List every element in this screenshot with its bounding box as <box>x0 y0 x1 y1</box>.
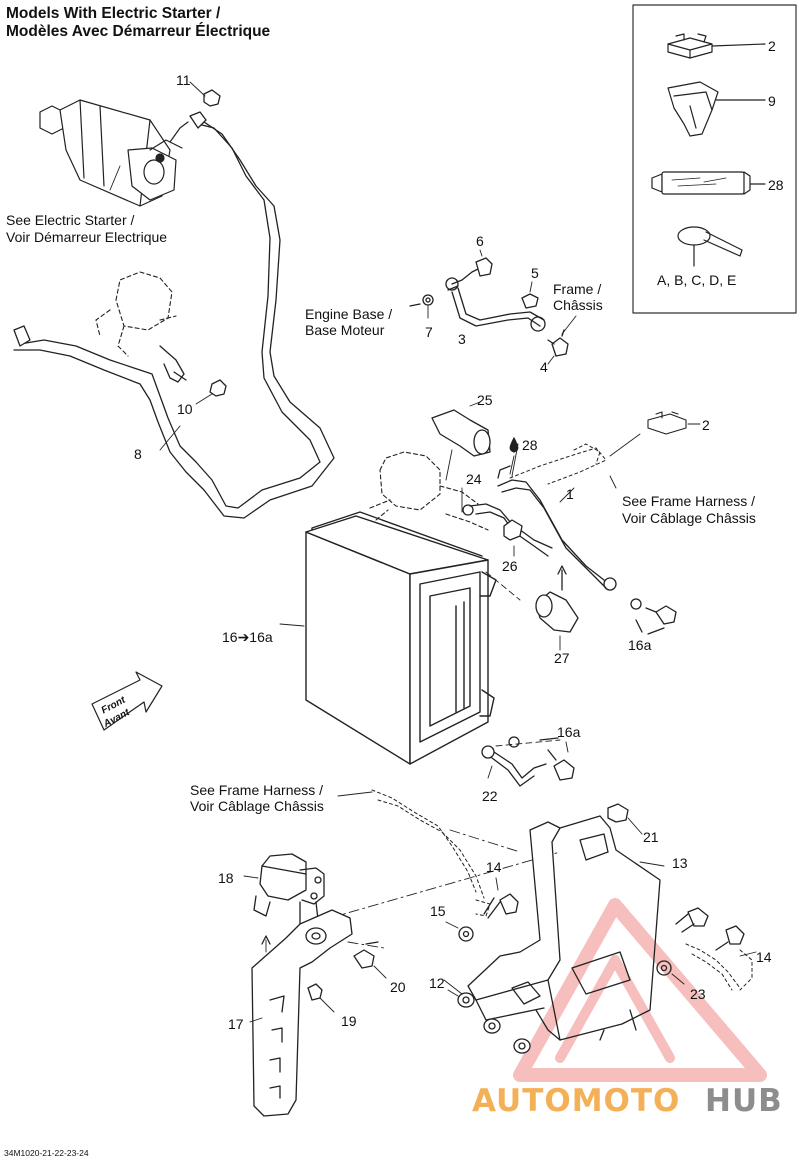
part-number-15: 15 <box>430 903 446 919</box>
part-number-14-right: 14 <box>756 949 772 965</box>
bolt-14-lower <box>483 877 519 919</box>
part-number-6: 6 <box>476 233 484 249</box>
diagram-title-fr: Modèles Avec Démarreur Électrique <box>6 23 271 40</box>
frame-harness-lower-reference-en: See Frame Harness / <box>190 782 324 798</box>
frame-harness-lower-reference-fr: Voir Câblage Châssis <box>190 798 324 814</box>
solenoid-bracket-17 <box>249 909 353 1117</box>
fuse-icon <box>667 33 766 59</box>
diagram-code: 34M1020-21-22-23-24 <box>4 1148 89 1158</box>
watermark-text-primary: AUTOMOTO <box>472 1083 681 1119</box>
bolt-20 <box>353 941 387 979</box>
electric-starter-drawing <box>39 99 189 207</box>
part-number-11: 11 <box>176 72 191 88</box>
frame-label-en: Frame / <box>553 281 602 297</box>
frame-harness-connector-upper <box>509 443 607 485</box>
engine-ground-cable-3 <box>409 249 577 365</box>
bolt-16a-upper <box>630 598 677 635</box>
part-number-16a-upper: 16a <box>628 637 652 653</box>
grommets-12 <box>447 989 531 1054</box>
part-number-4: 4 <box>540 359 548 375</box>
starter-reference-fr: Voir Démarreur Electrique <box>6 229 168 245</box>
frame-label-fr: Châssis <box>553 297 603 313</box>
part-number-5: 5 <box>531 265 539 281</box>
cable-tie-icon <box>677 226 743 267</box>
cable-dashed-right <box>685 943 753 991</box>
part-number-24: 24 <box>466 471 482 487</box>
frame-harness-lower <box>371 789 491 917</box>
part-number-27: 27 <box>554 650 570 666</box>
part-number-10: 10 <box>177 401 193 417</box>
fuse-holder-icon <box>667 81 766 137</box>
watermark-triangle <box>513 898 767 1082</box>
frame-harness-reference-en: See Frame Harness / <box>622 493 756 509</box>
front-direction-arrow <box>91 671 163 731</box>
part-number-3: 3 <box>458 331 466 347</box>
part-number-23: 23 <box>690 986 706 1002</box>
part-number-17: 17 <box>228 1016 244 1032</box>
starter-solenoid-18 <box>243 853 325 925</box>
part-number-16a-lower: 16a <box>557 724 581 740</box>
watermark-text-secondary: HUB <box>705 1083 783 1119</box>
grease-tube-icon <box>651 171 766 195</box>
engine-base-label-fr: Base Moteur <box>305 322 385 338</box>
part-number-8: 8 <box>134 446 142 462</box>
part-number-26: 26 <box>502 558 518 574</box>
starter-cable <box>13 111 335 519</box>
part-number-28-kit: 28 <box>768 177 784 193</box>
part-number-18: 18 <box>218 870 234 886</box>
part-number-25: 25 <box>477 392 493 408</box>
part-number-14-lower: 14 <box>486 859 502 875</box>
part-number-9: 9 <box>768 93 776 109</box>
diagram-title-en: Models With Electric Starter / <box>6 5 221 22</box>
part-number-19: 19 <box>341 1013 357 1029</box>
battery-drawing <box>305 511 497 765</box>
part-number-7: 7 <box>425 324 433 340</box>
part-number-20: 20 <box>390 979 406 995</box>
battery-tray-13 <box>467 815 661 1041</box>
engine-base-label-en: Engine Base / <box>305 306 393 322</box>
terminal-cover-27 <box>535 565 579 651</box>
part-number-12: 12 <box>429 975 445 991</box>
part-number-2-kit: 2 <box>768 38 776 54</box>
part-number-16-to-16a: 16➔16a <box>222 629 273 645</box>
part-number-22: 22 <box>482 788 498 804</box>
solenoid-outline-middle <box>369 451 489 531</box>
ground-cable-10 <box>159 345 227 405</box>
leader-lines <box>109 165 757 995</box>
part-number-2: 2 <box>702 417 710 433</box>
bolt-21 <box>607 803 629 823</box>
solenoid-outline-upper <box>95 271 177 357</box>
nut-19 <box>307 983 335 1013</box>
starter-reference-en: See Electric Starter / <box>6 212 135 228</box>
part-number-13: 13 <box>672 855 688 871</box>
star-washer-15 <box>445 921 474 942</box>
part-number-1: 1 <box>566 486 574 502</box>
bolt-14-right <box>675 907 745 951</box>
hardware-kit-box <box>632 4 797 314</box>
frame-harness-reference-fr: Voir Câblage Châssis <box>622 510 756 526</box>
nut-11-drawing <box>189 81 221 107</box>
part-number-21: 21 <box>643 829 659 845</box>
part-number-28: 28 <box>522 437 538 453</box>
fuse-icon-middle <box>609 411 701 457</box>
star-washer-23 <box>656 960 685 985</box>
positive-cable-1 <box>462 465 617 591</box>
kit-letters-label: A, B, C, D, E <box>657 272 737 288</box>
terminal-boot-25 <box>431 401 491 481</box>
grease-drop-icon <box>509 437 519 453</box>
negative-cable-22 <box>481 736 575 787</box>
